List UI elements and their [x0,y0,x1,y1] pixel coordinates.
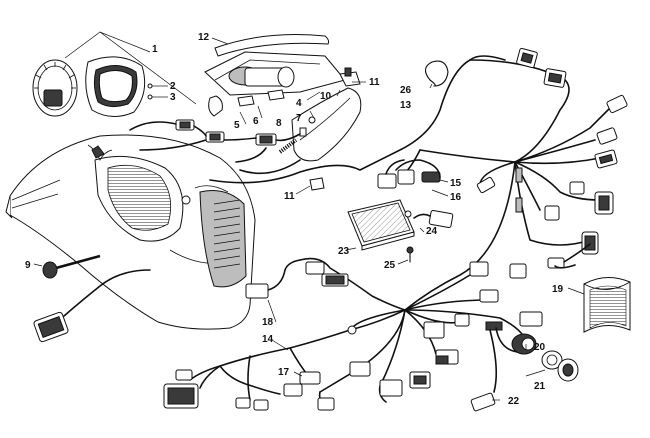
callout-4: 4 [296,98,302,109]
callout-10: 10 [320,91,332,102]
callout-6: 6 [253,116,259,127]
callout-26: 26 [400,85,412,96]
callout-20: 20 [534,342,546,353]
callout-22: 22 [508,396,520,407]
small-bracket [309,177,325,191]
callout-11-upper: 11 [369,77,380,88]
callout-5: 5 [234,120,240,131]
callout-19: 19 [552,284,564,295]
callout-17: 17 [278,367,290,378]
callout-labels: 1 2 3 4 5 6 7 8 9 10 11 11 12 13 14 15 1… [25,32,564,407]
callout-13: 13 [400,100,412,111]
headlight-assembly [204,34,362,162]
callout-11-lower: 11 [284,191,295,202]
callout-24: 24 [426,226,438,237]
callout-14: 14 [262,334,274,345]
callout-7: 7 [296,113,302,124]
callout-2: 2 [170,81,176,92]
callout-3: 3 [170,92,176,103]
main-harness-13 [399,47,628,311]
ignition-switch [470,327,579,412]
voltage-regulator [347,199,454,263]
lower-harness-14 [163,257,543,411]
callout-16: 16 [450,192,462,203]
pod-connectors [175,119,307,154]
gauge-assembly [32,56,153,117]
callout-9: 9 [25,260,31,271]
callout-18: 18 [262,317,274,328]
heat-shield-wrap [583,277,631,333]
callout-8: 8 [276,118,282,129]
callout-21: 21 [534,381,546,392]
callout-12: 12 [198,32,210,43]
handlebar-pod-housing [5,134,256,330]
callout-23: 23 [338,246,350,257]
mounting-bolt [42,254,101,279]
callout-15: 15 [450,178,462,189]
callout-25: 25 [384,260,396,271]
callout-1: 1 [152,44,158,55]
retaining-ring [424,60,449,87]
left-connector [33,269,151,343]
relay-connectors [377,159,441,189]
